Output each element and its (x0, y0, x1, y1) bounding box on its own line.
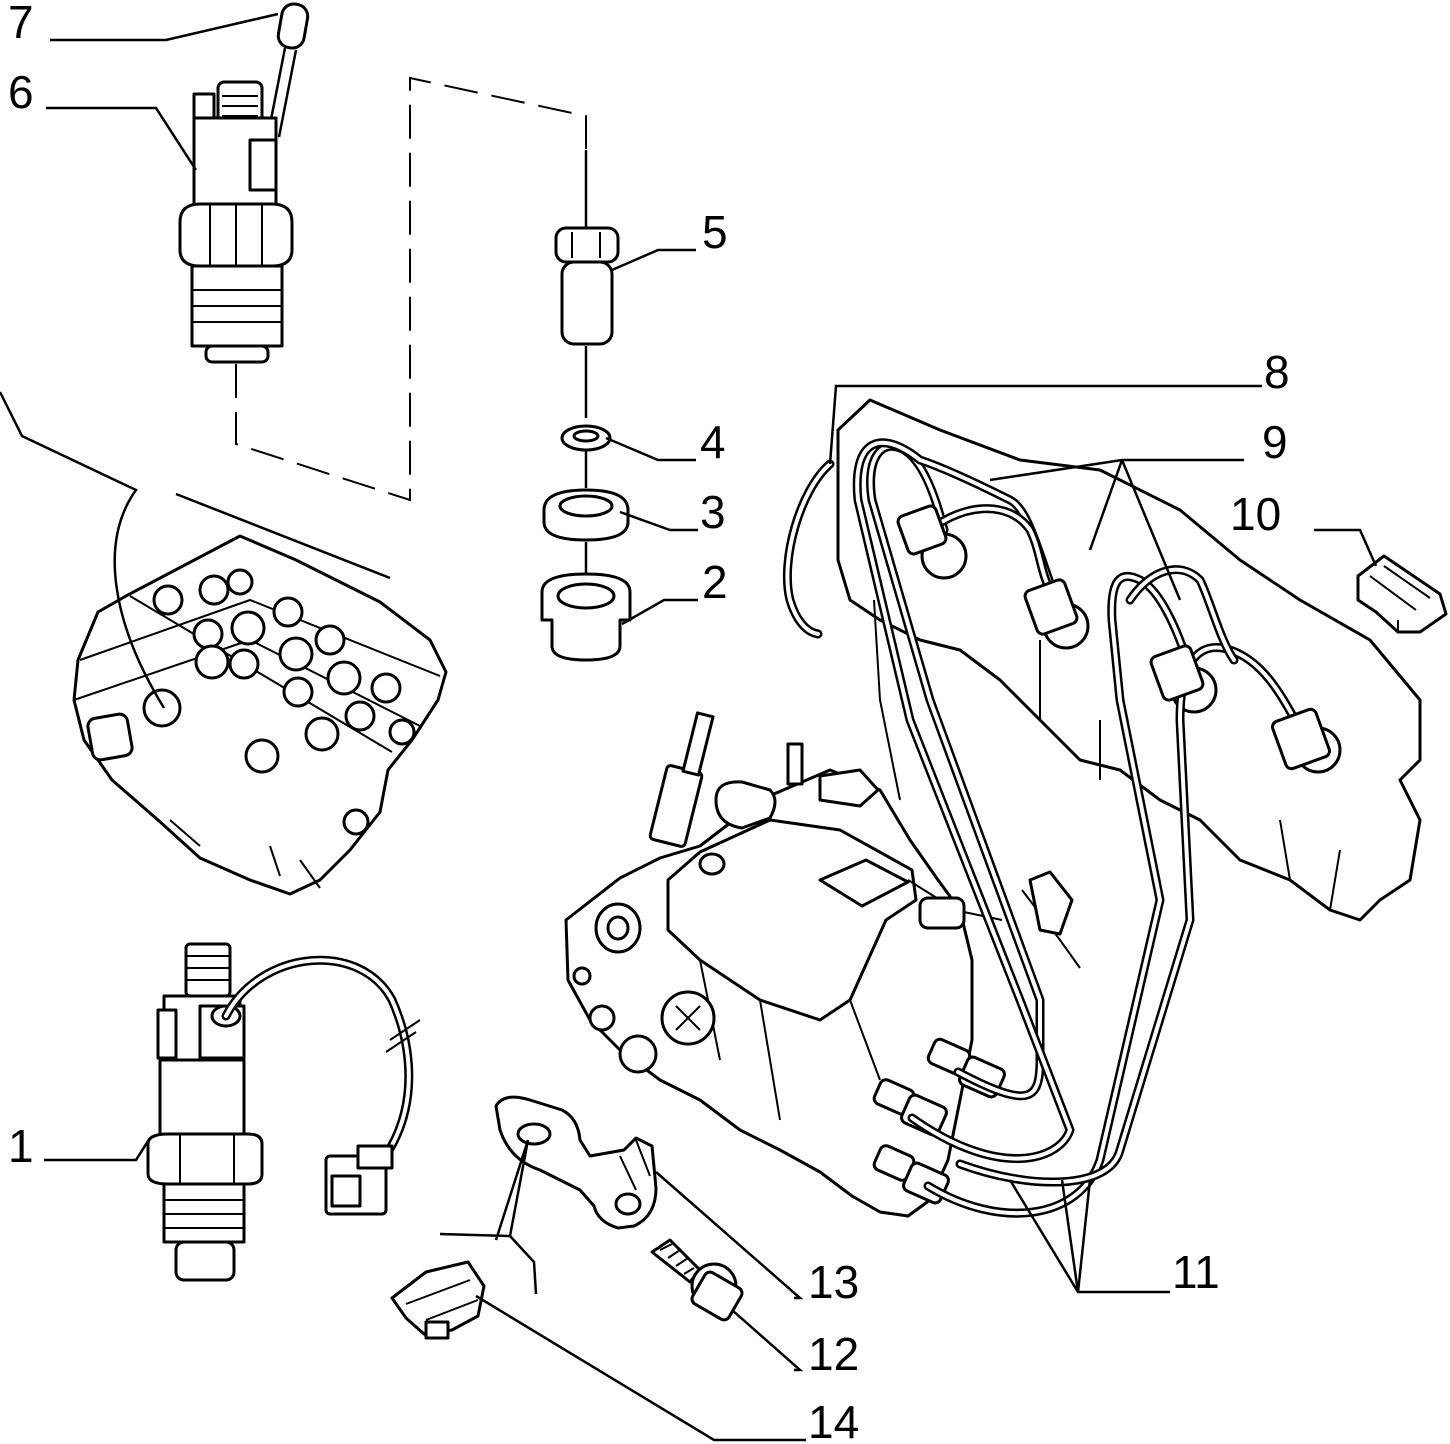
leader-lines (44, 12, 1378, 1442)
callout-5: 5 (702, 206, 728, 258)
callout-12: 12 (808, 1328, 859, 1380)
part-1-injector-assembly (146, 942, 421, 1282)
part-13-bracket (494, 1095, 658, 1230)
part-10-clip (1356, 554, 1448, 634)
callout-labels: 7 6 5 4 3 2 8 9 10 1 11 13 12 14 (8, 0, 1290, 1444)
part-12-bolt (650, 1238, 744, 1322)
part-14-clip (390, 1260, 486, 1340)
callout-13: 13 (808, 1256, 859, 1308)
callout-9: 9 (1262, 416, 1288, 468)
callout-3: 3 (700, 486, 726, 538)
callout-10: 10 (1230, 488, 1281, 540)
callout-2: 2 (702, 556, 728, 608)
injection-pump (564, 711, 1081, 1218)
callout-8: 8 (1264, 346, 1290, 398)
callout-4: 4 (700, 416, 726, 468)
part-7-lead-wire (266, 2, 310, 138)
part-8-leak-off-hose (782, 459, 835, 639)
part-6-injector-holder (178, 80, 294, 364)
part-2-sleeve (540, 572, 632, 662)
callout-6: 6 (8, 66, 34, 118)
part-9-11-injection-pipes (852, 438, 1331, 1218)
callout-11: 11 (1172, 1246, 1220, 1298)
part-3-sealing-ring (542, 488, 630, 542)
callout-7: 7 (8, 0, 34, 48)
part-4-washer (560, 424, 612, 452)
callout-14: 14 (808, 1396, 859, 1444)
part-5-nozzle (554, 150, 620, 346)
cylinder-head (72, 534, 448, 896)
callout-1: 1 (8, 1120, 34, 1172)
